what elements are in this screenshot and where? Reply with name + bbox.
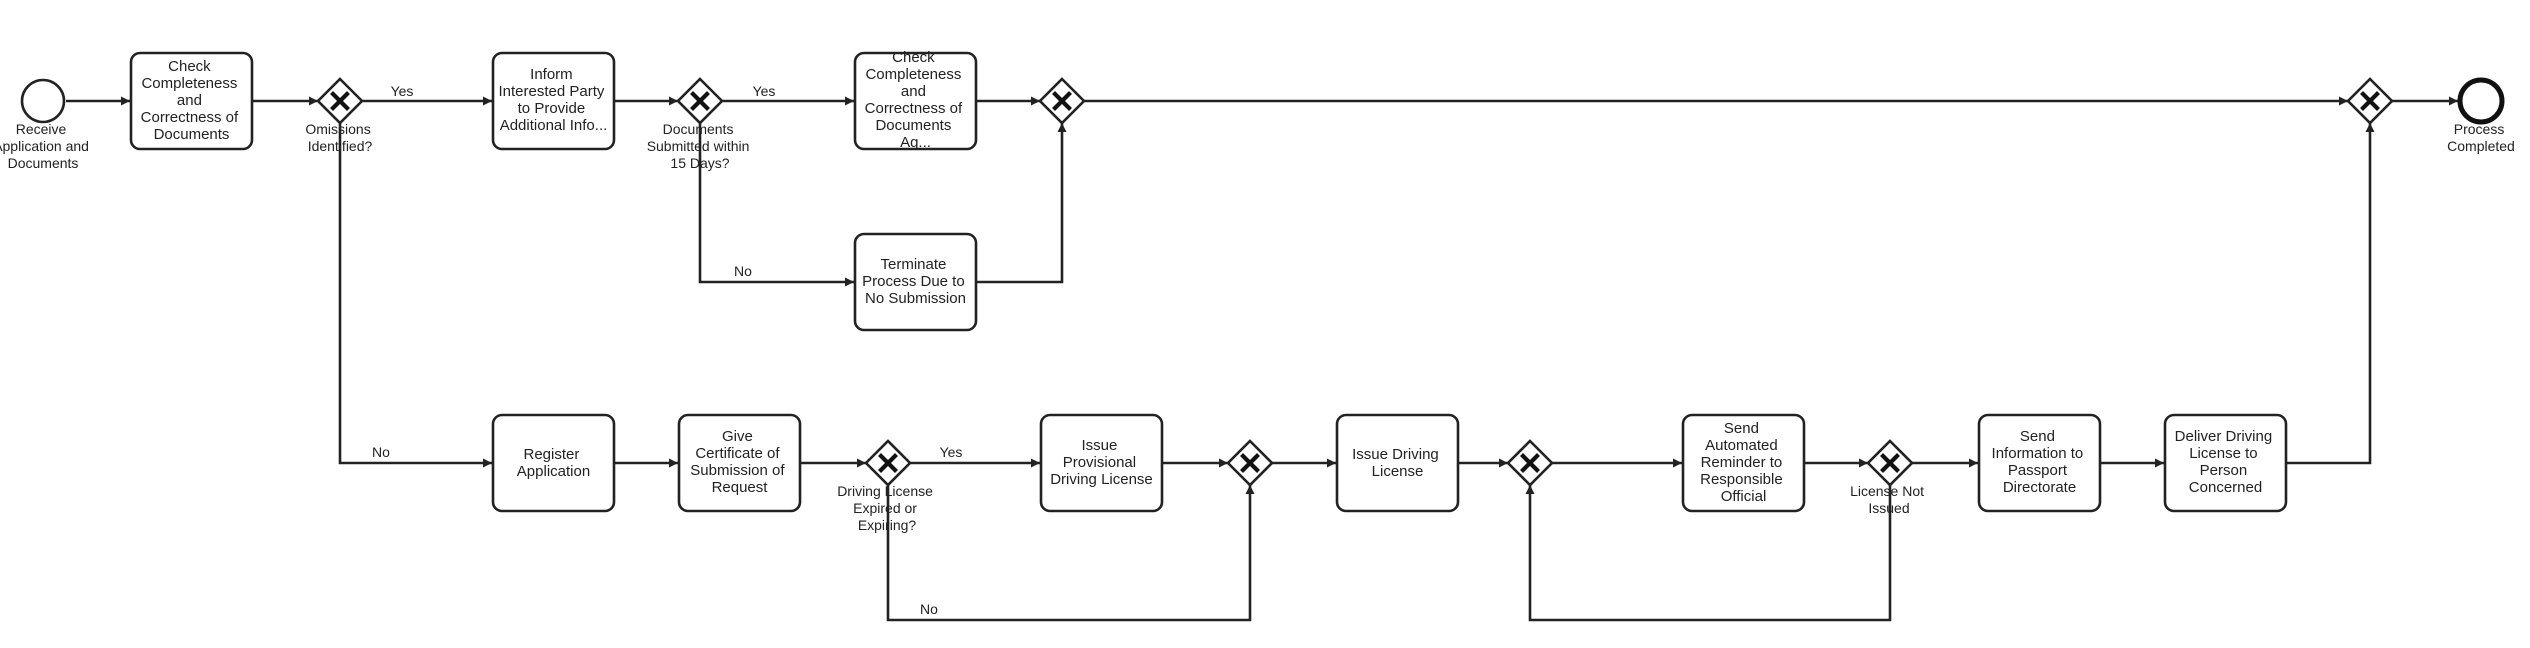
gateway-final-merge[interactable]: [2346, 77, 2394, 125]
flow-omissions-no[interactable]: [338, 123, 492, 468]
task-give-certificate[interactable]: Give Certificate of Submission of Reques…: [677, 413, 802, 513]
task-issue-driving-license[interactable]: Issue Driving License: [1335, 413, 1460, 513]
task-send-automated-reminder-label: Send Automated Reminder to Responsible O…: [1700, 420, 1787, 505]
flow-label-submitted-yes: Yes: [753, 83, 776, 99]
sequence-flows: [66, 96, 2458, 622]
start-event[interactable]: Receive Application and Documents: [0, 78, 93, 171]
task-register-application[interactable]: Register Application: [491, 413, 616, 513]
flow-not-issued-loop-back[interactable]: [1525, 485, 1892, 622]
gateway-documents-submitted[interactable]: Documents Submitted within 15 Days?: [647, 77, 754, 171]
flow-expired-no[interactable]: [886, 485, 1255, 622]
task-send-info-passport-label: Send Information to Passport Directorate: [1992, 428, 2088, 496]
gateway-merge-provisional[interactable]: [1226, 439, 1274, 487]
task-issue-provisional-license[interactable]: Issue Provisional Driving License: [1039, 413, 1164, 513]
task-terminate-process-label: Terminate Process Due to No Submission: [862, 256, 969, 307]
task-register-application-label: Register Application: [517, 446, 590, 480]
task-deliver-license[interactable]: Deliver Driving License to Person Concer…: [2163, 413, 2288, 513]
start-event-label: Receive Application and Documents: [0, 121, 93, 171]
flow-terminate-to-merge[interactable]: [976, 123, 1067, 284]
task-send-info-passport[interactable]: Send Information to Passport Directorate: [1977, 413, 2102, 513]
flow-label-expired-no: No: [920, 601, 938, 617]
gateway-merge-reminder-loop[interactable]: [1506, 439, 1554, 487]
flow-deliver-to-final-merge[interactable]: [2286, 123, 2375, 465]
end-event[interactable]: Process Completed: [2447, 77, 2515, 154]
task-inform-interested-party-label: Inform Interested Party to Provide Addit…: [498, 66, 608, 134]
gateway-not-issued-label: License Not Issued: [1850, 483, 1928, 516]
flow-labels: Yes No Yes No Yes No: [372, 83, 962, 617]
gateway-omissions-identified[interactable]: Omissions Identified?: [305, 77, 374, 154]
flow-label-expired-yes: Yes: [940, 444, 963, 460]
flow-label-omissions-yes: Yes: [391, 83, 414, 99]
task-check-documents[interactable]: Check Completeness and Correctness of Do…: [129, 51, 254, 151]
gateway-merge-top[interactable]: [1038, 77, 1086, 125]
task-terminate-process[interactable]: Terminate Process Due to No Submission: [853, 232, 978, 332]
task-issue-provisional-license-label: Issue Provisional Driving License: [1050, 437, 1153, 488]
task-check-documents-again-label: Check Completeness and Correctness of Do…: [865, 49, 967, 151]
flow-label-omissions-no: No: [372, 444, 390, 460]
flow-label-submitted-no: No: [734, 263, 752, 279]
task-give-certificate-label: Give Certificate of Submission of Reques…: [690, 428, 788, 496]
task-issue-driving-license-label: Issue Driving License: [1352, 446, 1443, 480]
gateway-submitted-label: Documents Submitted within 15 Days?: [647, 121, 754, 171]
gateway-omissions-label: Omissions Identified?: [305, 121, 374, 154]
task-check-documents-again[interactable]: Check Completeness and Correctness of Do…: [853, 49, 978, 151]
task-check-documents-label: Check Completeness and Correctness of Do…: [141, 58, 243, 143]
gateway-license-expired[interactable]: Driving License Expired or Expiring?: [837, 439, 937, 533]
task-send-automated-reminder[interactable]: Send Automated Reminder to Responsible O…: [1681, 413, 1806, 513]
gateway-license-not-issued[interactable]: License Not Issued: [1850, 439, 1928, 516]
end-event-label: Process Completed: [2447, 121, 2515, 154]
task-inform-interested-party[interactable]: Inform Interested Party to Provide Addit…: [491, 51, 616, 151]
task-deliver-license-label: Deliver Driving License to Person Concer…: [2175, 428, 2277, 496]
flow-submitted-no[interactable]: [698, 123, 854, 287]
gateway-expired-label: Driving License Expired or Expiring?: [837, 483, 937, 533]
